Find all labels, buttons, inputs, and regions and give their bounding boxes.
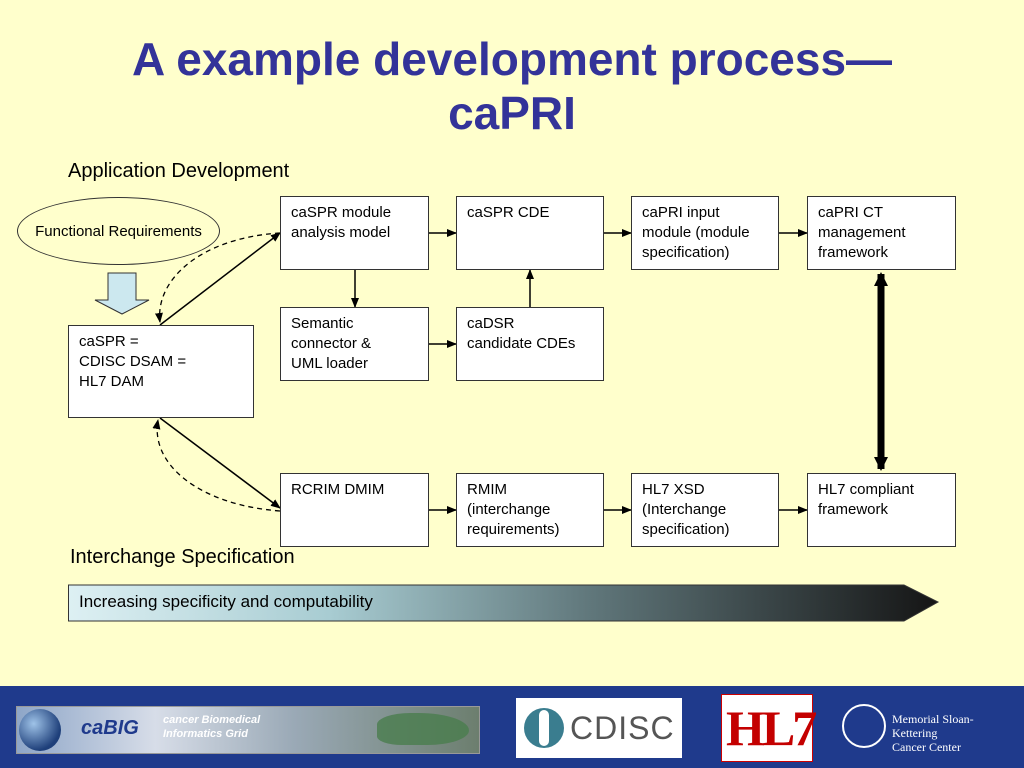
edge-module-feedback	[154, 232, 281, 323]
edge-caspr-to-module	[159, 232, 281, 326]
xsd-node: HL7 XSD (Interchange specification)	[631, 473, 779, 547]
caspr-cde-node: caSPR CDE	[456, 196, 604, 270]
slide-title: A example development process— caPRI	[131, 33, 893, 139]
hl7-name: HL7	[726, 700, 817, 756]
cdisc-logo: CDISC	[516, 698, 682, 758]
semantic-connector-node: Semantic connector & UML loader	[280, 307, 429, 381]
mskcc-name: Memorial Sloan-Kettering Cancer Center	[892, 712, 974, 754]
module-analysis-node: caSPR module analysis model	[280, 196, 429, 270]
cabig-logo: caBIG cancer Biomedical Informatics Grid	[16, 706, 480, 754]
functional-requirements-node: Functional Requirements	[17, 197, 220, 265]
dmim-node: RCRIM DMIM	[280, 473, 429, 547]
ct-framework-node: caPRI CT management framework	[807, 196, 956, 270]
cdisc-name: CDISC	[570, 710, 675, 746]
section-label-interchange: Interchange Specification	[70, 546, 295, 568]
hl7-logo: HL7	[721, 694, 817, 762]
down-block-arrow	[94, 272, 150, 315]
rmim-node: RMIM (interchange requirements)	[456, 473, 604, 547]
section-label-application: Application Development	[68, 160, 290, 182]
edge-dmim-feedback	[152, 419, 281, 512]
cdisc-helix-icon	[524, 708, 564, 748]
globe-icon	[19, 709, 61, 751]
cabig-tagline: cancer Biomedical Informatics Grid	[163, 714, 261, 740]
hl7-framework-node: HL7 compliant framework	[807, 473, 956, 547]
cadsr-node: caDSR candidate CDEs	[456, 307, 604, 381]
footer-bar: caBIG cancer Biomedical Informatics Grid…	[0, 686, 1024, 768]
cabig-name: caBIG	[81, 717, 139, 739]
mskcc-logo: Memorial Sloan-Kettering Cancer Center	[840, 700, 1016, 756]
continent-icon	[377, 713, 469, 745]
mskcc-seal-icon	[842, 704, 886, 748]
input-module-node: caPRI input module (module specification…	[631, 196, 779, 270]
functional-requirements-label: Functional Requirements	[35, 222, 202, 240]
specificity-gradient-label: Increasing specificity and computability	[79, 592, 373, 611]
edge-caspr-to-dmim	[159, 417, 281, 509]
specificity-gradient-arrow: Increasing specificity and computability	[68, 583, 940, 623]
caspr-node: caSPR = CDISC DSAM = HL7 DAM	[68, 325, 254, 418]
